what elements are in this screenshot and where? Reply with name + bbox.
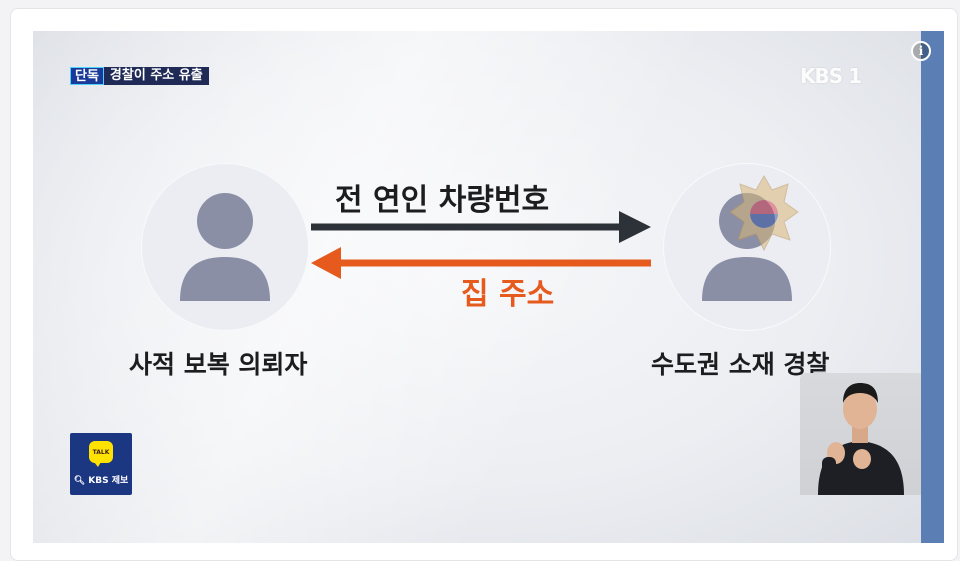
police-label: 수도권 소재 경찰 [651,350,830,379]
video-frame[interactable]: 전 연인 차량번호 집 주소 사적 보복 의뢰자 수도권 소재 경찰 [33,31,921,543]
side-accent-bar [921,31,944,543]
broadcaster-logo: KBS 1 [800,64,862,88]
kakao-tip-button[interactable]: TALK 🔍︎ KBS 제보 [70,433,132,495]
requester-label: 사적 보복 의뢰자 [129,350,308,379]
police-emblem-icon [729,174,799,252]
search-icon: 🔍︎ [73,476,86,486]
requester-circle [141,163,309,331]
person-icon [180,193,270,301]
badge-title: 경찰이 주소 유출 [103,67,209,85]
interpreter-figure [818,383,904,495]
exclusive-badge: 단독 경찰이 주소 유출 [70,67,209,85]
arrows [311,211,651,279]
arrow-left-text: 집 주소 [461,277,555,312]
sign-language-interpreter [800,373,921,495]
tip-label: KBS 제보 [88,476,129,486]
kakao-talk-icon: TALK [89,441,113,467]
arrow-right-text: 전 연인 차량번호 [335,183,550,218]
badge-tag: 단독 [70,67,104,85]
info-icon[interactable]: i [911,41,931,61]
